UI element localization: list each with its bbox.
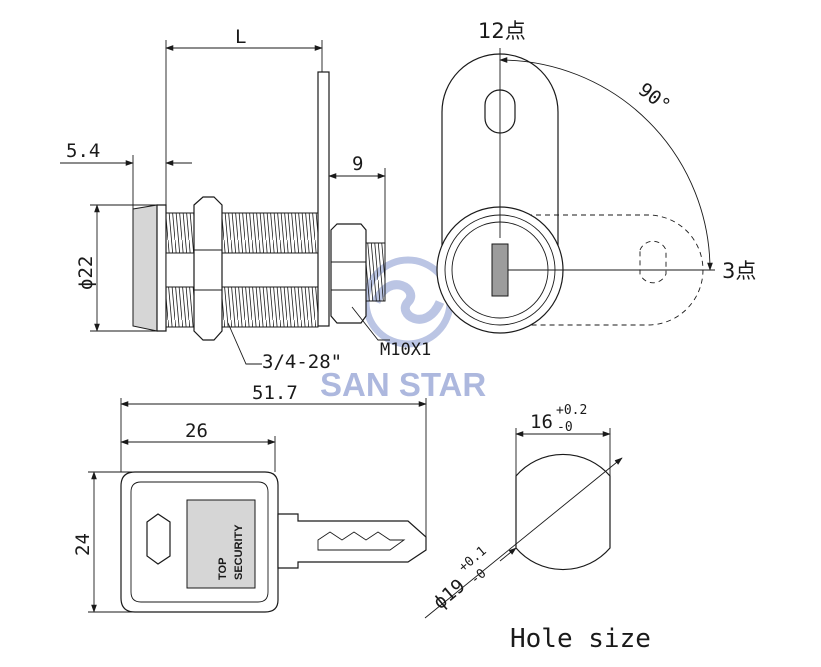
hole-outline bbox=[515, 453, 611, 571]
rotation-arc bbox=[499, 57, 713, 271]
dim-key-height: 24 bbox=[72, 533, 94, 556]
key-view: TOP SECURITY 51.7 26 24 bbox=[72, 382, 427, 613]
dim-key-head: 26 bbox=[185, 420, 208, 442]
thread-spec-label: 3/4-28" bbox=[262, 351, 342, 373]
brand-text: SAN STAR bbox=[320, 366, 486, 403]
position-3-label: 3点 bbox=[722, 259, 756, 283]
cam-3-slot bbox=[639, 240, 667, 284]
hole-dia-tol-upper: +0.1 bbox=[456, 544, 490, 576]
hole-size-view: 16 +0.2 -0 ϕ19 +0.1 -0 Hole size bbox=[424, 403, 651, 654]
hole-width-tol-upper: +0.2 bbox=[556, 403, 587, 418]
lock-head-flange bbox=[156, 204, 167, 332]
key-print-security: SECURITY bbox=[233, 524, 245, 580]
lock-face bbox=[132, 204, 158, 332]
rotation-angle-label: 90° bbox=[634, 79, 675, 117]
end-nut bbox=[330, 223, 367, 324]
key-blade bbox=[277, 513, 427, 569]
lock-barrel bbox=[165, 252, 319, 288]
keyway bbox=[491, 243, 509, 297]
hole-dia-nominal: ϕ19 bbox=[429, 575, 469, 614]
cam-plate bbox=[317, 71, 330, 327]
key-hole bbox=[146, 513, 171, 565]
hole-width-nominal: 16 bbox=[530, 411, 553, 433]
key-label-panel bbox=[186, 499, 256, 589]
dim-head-thickness: 5.4 bbox=[66, 140, 100, 162]
dim-L: L bbox=[235, 26, 246, 48]
end-stud bbox=[365, 242, 386, 302]
thread-upper bbox=[165, 212, 319, 254]
watermark: SAN STAR bbox=[320, 256, 486, 403]
thread-lower bbox=[165, 286, 319, 328]
position-12-label: 12点 bbox=[478, 19, 526, 43]
dim-key-total: 51.7 bbox=[252, 382, 298, 404]
key-cuts bbox=[317, 531, 406, 551]
hole-size-caption: Hole size bbox=[510, 624, 651, 654]
lock-rotation-view: 12点 3点 90° bbox=[436, 19, 756, 334]
hole-width-tol-lower: -0 bbox=[557, 420, 573, 435]
dim-diameter: ϕ22 bbox=[75, 256, 97, 290]
hex-nut bbox=[193, 196, 223, 341]
nut-spec-label: M10X1 bbox=[380, 340, 431, 360]
lock-side-view: L 5.4 9 ϕ22 3/4-28" M10X1 bbox=[60, 26, 431, 373]
key-print-top: TOP bbox=[217, 558, 229, 580]
dim-stud-length: 9 bbox=[352, 153, 363, 175]
